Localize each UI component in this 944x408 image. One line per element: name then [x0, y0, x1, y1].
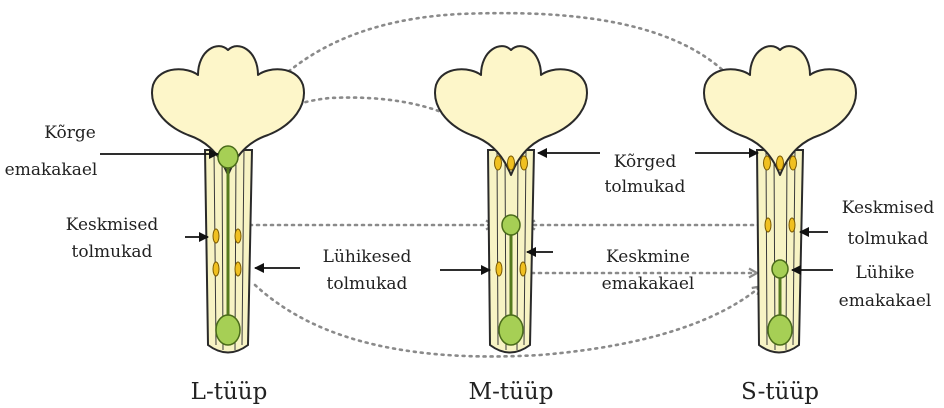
anther — [790, 156, 797, 170]
label-tolmukad-mid: tolmukad — [327, 274, 408, 294]
anther — [213, 262, 219, 276]
anther — [765, 218, 771, 232]
ovary — [499, 315, 523, 345]
anther — [789, 218, 795, 232]
ovary — [768, 315, 792, 345]
label-korge: Kõrge — [44, 123, 96, 143]
type-label-l: L-tüüp — [191, 379, 268, 405]
anther — [508, 156, 515, 170]
anther — [496, 262, 502, 276]
label-emakakael-s: emakakael — [839, 291, 932, 311]
label-keskmine: Keskmine — [606, 247, 690, 267]
anther — [495, 156, 502, 170]
anther — [521, 156, 528, 170]
label-korged: Kõrged — [614, 152, 677, 172]
label-keskmised-right: Keskmised — [842, 198, 935, 218]
label-luhike: Lühike — [856, 263, 915, 283]
flower-s-type — [704, 46, 856, 352]
anther — [213, 229, 219, 243]
anther — [235, 229, 241, 243]
type-label-s: S-tüüp — [741, 379, 819, 405]
anther — [777, 156, 784, 170]
type-label-m: M-tüüp — [469, 379, 554, 405]
label-luhikesed: Lühikesed — [323, 247, 412, 267]
label-tolmukad-right: tolmukad — [848, 229, 929, 249]
flower-m-type — [435, 46, 587, 352]
anther — [764, 156, 771, 170]
ovary — [216, 315, 240, 345]
label-tolmukad-korged: tolmukad — [605, 177, 686, 197]
label-emakakael-l: emakakael — [5, 160, 98, 180]
stigma — [772, 260, 788, 278]
label-emakakael-m: emakakael — [602, 274, 695, 294]
label-tolmukad-left: tolmukad — [72, 242, 153, 262]
anther — [235, 262, 241, 276]
anther — [520, 262, 526, 276]
stigma — [502, 215, 520, 235]
stigma — [218, 146, 238, 168]
label-keskmised-left: Keskmised — [66, 215, 159, 235]
flower-l-type — [152, 46, 304, 352]
